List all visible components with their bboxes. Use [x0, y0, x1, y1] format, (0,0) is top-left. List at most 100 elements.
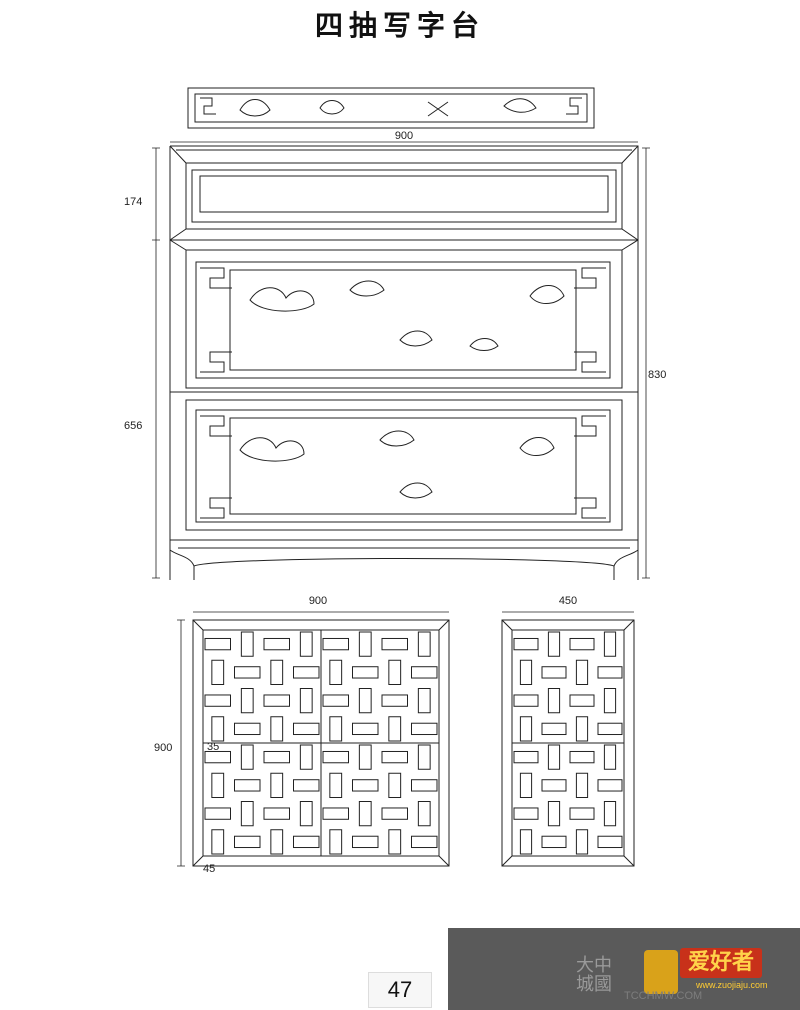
lattice-bar	[597, 722, 623, 736]
lattice-bar	[204, 750, 231, 764]
page-title: 四抽写字台	[314, 9, 485, 42]
lattice-bar	[293, 666, 320, 679]
lattice-bar	[211, 659, 225, 685]
lattice-bar	[575, 659, 589, 685]
cloud-carving-1	[249, 280, 565, 351]
lattice-bar	[352, 666, 379, 679]
lattice-bar	[352, 835, 379, 849]
lattice-panel-large	[192, 619, 450, 867]
lattice-bar	[519, 716, 533, 742]
lattice-bar	[381, 750, 408, 764]
lattice-bar	[411, 835, 438, 849]
lattice-bar	[411, 722, 438, 736]
lattice-bar	[270, 716, 284, 742]
lattice-bar	[547, 631, 561, 657]
lattice-bar	[240, 688, 254, 714]
lattice-bar	[519, 659, 533, 685]
lattice-bar	[597, 835, 623, 849]
lattice-bar	[234, 666, 261, 679]
lattice-bar	[411, 666, 438, 679]
watermark-brand: 爱好者	[680, 948, 763, 978]
lattice-bar	[381, 637, 408, 651]
lattice-bar	[547, 744, 561, 770]
lattice-bar	[417, 801, 431, 827]
lattice-bar	[329, 772, 343, 798]
lattice-bar	[293, 722, 320, 736]
lattice-bar	[204, 807, 231, 820]
lattice-bar	[293, 835, 320, 849]
lattice-bar	[270, 772, 284, 798]
lattice-bar	[519, 829, 533, 855]
lattice-bar	[547, 801, 561, 827]
lattice-small-width-label: 450	[559, 595, 577, 607]
desk-front-view	[169, 145, 639, 580]
lattice-bar	[329, 829, 343, 855]
lattice-panel-small	[501, 619, 635, 867]
front-width-label: 900	[395, 130, 413, 142]
lattice-bar	[234, 835, 261, 849]
lattice-bar	[569, 750, 595, 764]
lower-height-label: 656	[124, 420, 142, 432]
lattice-bar	[240, 744, 254, 770]
top-carved-strip	[187, 87, 595, 129]
lattice-bar	[270, 659, 284, 685]
lattice-bar	[569, 694, 595, 707]
lattice-bar	[358, 631, 372, 657]
lattice-bar	[541, 722, 567, 736]
lattice-bar	[234, 722, 261, 736]
lattice-bar	[381, 807, 408, 820]
lattice-bar	[388, 716, 402, 742]
lattice-bar	[417, 744, 431, 770]
lattice-bar	[411, 779, 438, 792]
total-height-label: 830	[648, 369, 666, 381]
lattice-bar	[519, 772, 533, 798]
lattice-bar	[541, 666, 567, 679]
lattice-large-width-label: 900	[309, 595, 327, 607]
front-dimension-lines	[152, 141, 650, 579]
lattice-bar	[541, 835, 567, 849]
lattice-bar	[329, 659, 343, 685]
lattice-bar	[270, 829, 284, 855]
lattice-bar	[352, 779, 379, 792]
lattice-bar	[417, 631, 431, 657]
lattice-bar	[299, 744, 313, 770]
lattice-bar	[575, 772, 589, 798]
lattice-bar	[388, 659, 402, 685]
lattice-bar	[388, 829, 402, 855]
lattice-bar	[352, 722, 379, 736]
page-number: 47	[368, 972, 432, 1008]
lattice-bar	[603, 688, 617, 714]
lattice-bar	[417, 688, 431, 714]
lattice-bar	[569, 637, 595, 651]
lattice-bar	[603, 631, 617, 657]
lattice-bar	[211, 772, 225, 798]
lattice-bar	[358, 801, 372, 827]
lattice-bar	[322, 807, 349, 820]
lattice-bar	[569, 807, 595, 820]
lattice-bar	[299, 801, 313, 827]
lattice-bar	[263, 694, 290, 707]
cloud-carving-2	[239, 430, 555, 499]
watermark-banner: 大中城國 爱好者 www.zuojiaju.com TCCHMW.COM	[448, 928, 800, 1010]
lattice-bar	[358, 688, 372, 714]
lattice-bar	[513, 694, 539, 707]
lattice-bar	[299, 688, 313, 714]
watermark-chinese-text: 大中城國	[576, 955, 612, 995]
lattice-bar	[597, 779, 623, 792]
lattice-bar	[322, 637, 349, 651]
top-height-label: 174	[124, 196, 142, 208]
lattice-bar	[299, 631, 313, 657]
lattice-bar	[293, 779, 320, 792]
lattice-bar	[329, 716, 343, 742]
lattice-bar	[603, 801, 617, 827]
lattice-bar	[575, 829, 589, 855]
lattice-bar	[263, 807, 290, 820]
lattice-bar	[597, 666, 623, 679]
lattice-bar	[603, 744, 617, 770]
lattice-large-height-label: 900	[154, 742, 172, 754]
lattice-frame-label: 45	[203, 863, 215, 875]
lattice-bar	[513, 637, 539, 651]
lattice-dimension-lines	[177, 611, 634, 867]
lattice-bar	[381, 694, 408, 707]
